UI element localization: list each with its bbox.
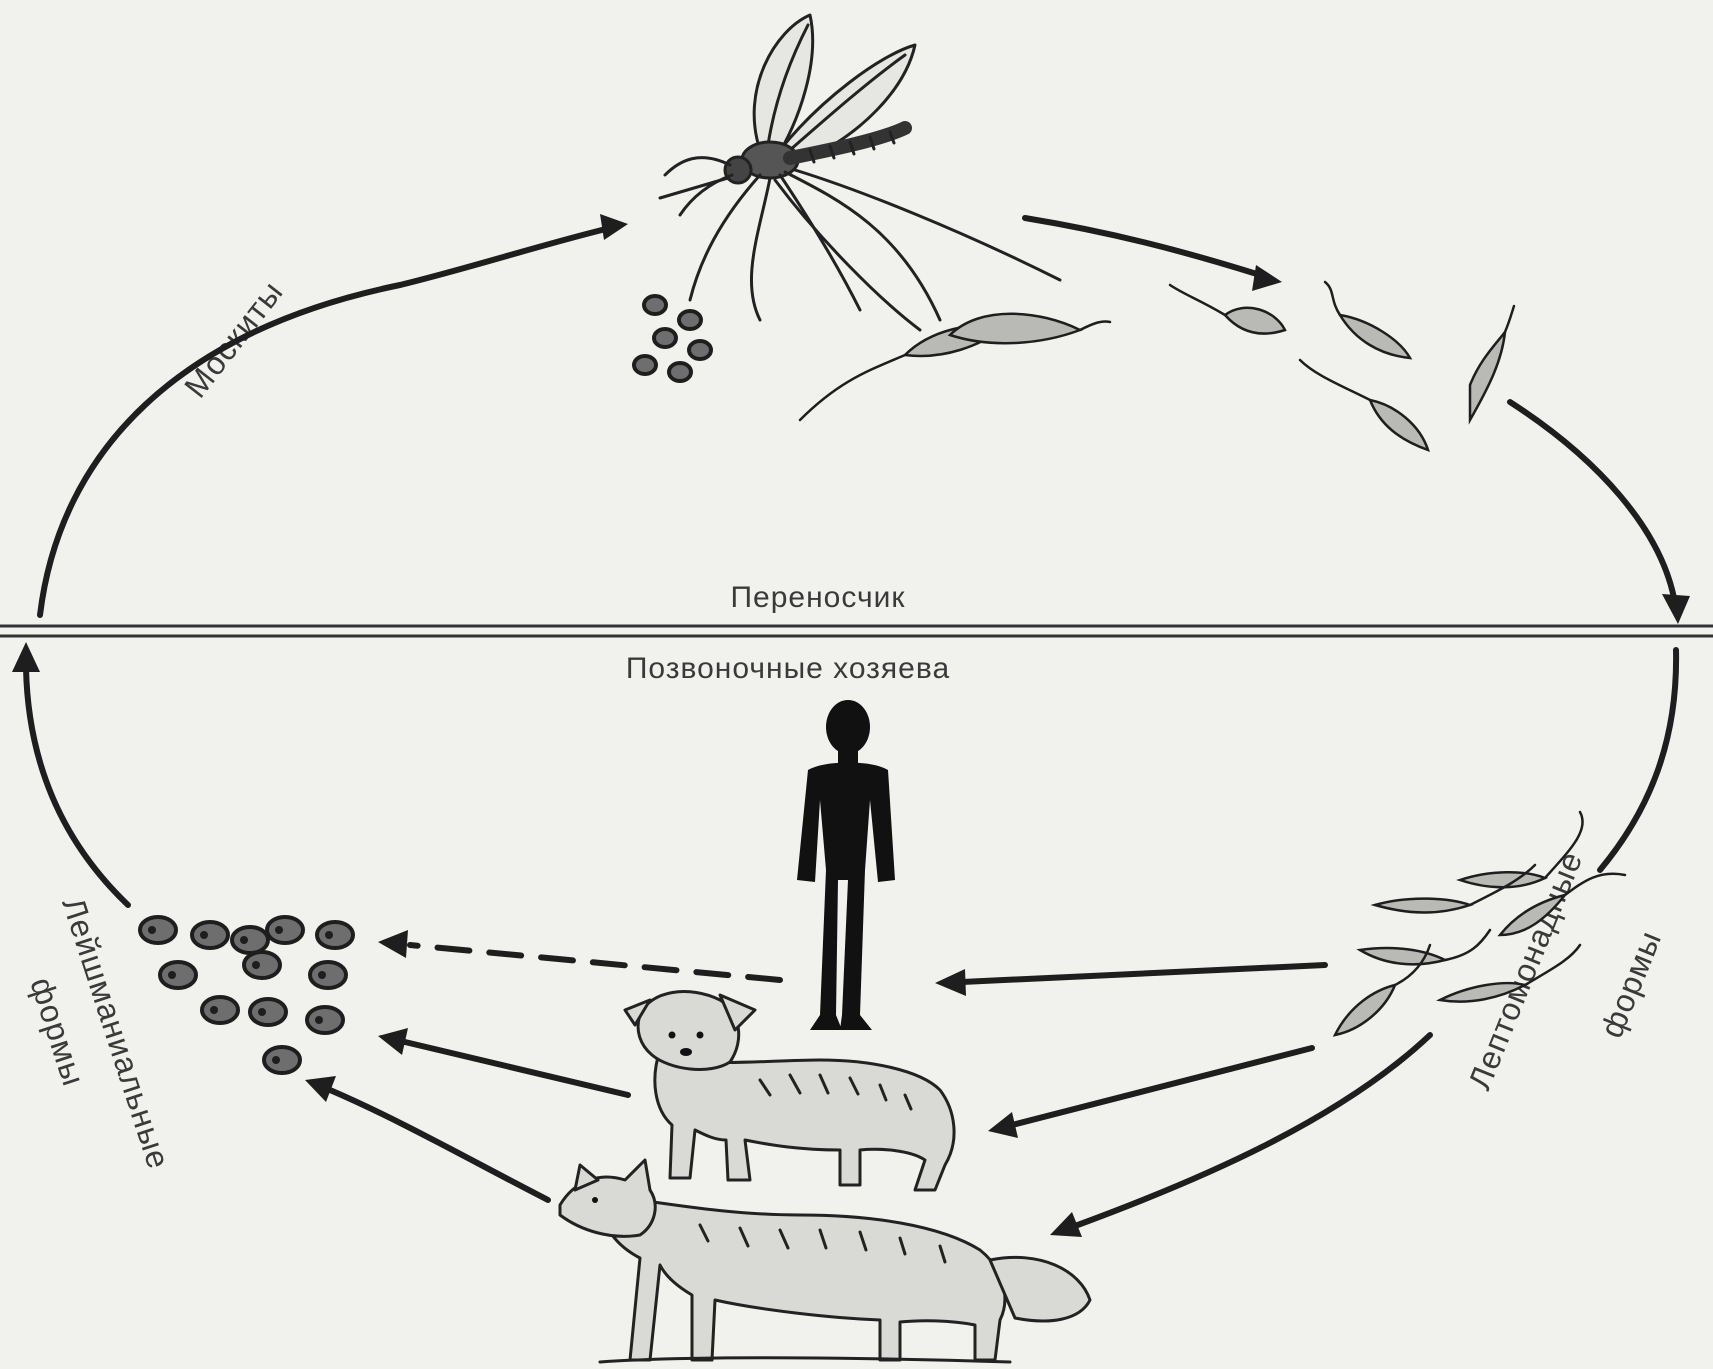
leptomonad-forms-label-line2: формы [1593,925,1668,1042]
promastigote-cluster-top [1170,282,1514,450]
amastigote-cell [267,917,303,943]
arrow-leptomonad-to-dog [988,1048,1312,1138]
arrow-leishmanial-up [12,642,128,905]
human-silhouette-icon [797,700,895,1030]
leishmanial-forms-label-line2: формы [23,973,92,1091]
fox-icon [560,1160,1090,1362]
amastigote-cell [307,1007,343,1033]
amastigote-cell [140,917,176,943]
amastigote-cluster [140,917,353,1073]
arrow-dog-to-amastigotes [378,1028,628,1095]
vector-promastigotes [800,314,1110,420]
arrow-fox-to-amastigotes [305,1076,548,1200]
leptomonad-forms-cluster [1335,812,1625,1035]
amastigote-cell [192,922,228,948]
amastigote-cell [244,952,280,978]
amastigote-cell [317,922,353,948]
amastigote-cell [202,997,238,1023]
ingested-amastigotes [634,296,711,381]
mosquito-icon [660,15,1060,330]
arrow-human-to-amastigotes-dashed [378,930,780,980]
dog-icon [625,992,954,1190]
vector-zone-label: Переносчик [730,581,905,614]
arrow-vector-to-promastigotes [1025,218,1282,291]
arrow-leptomonad-to-human [935,965,1325,996]
amastigote-cell [310,962,346,988]
arrow-promastigotes-down [1510,402,1690,624]
amastigote-cell [232,927,268,953]
amastigote-cell [264,1047,300,1073]
amastigote-cell [250,999,286,1025]
hosts-zone-label: Позвоночные хозяева [626,652,950,685]
zone-divider [0,626,1713,636]
arrow-to-vector [40,214,628,615]
amastigote-cell [160,962,196,988]
arrow-to-leptomonad-forms [1600,650,1676,870]
